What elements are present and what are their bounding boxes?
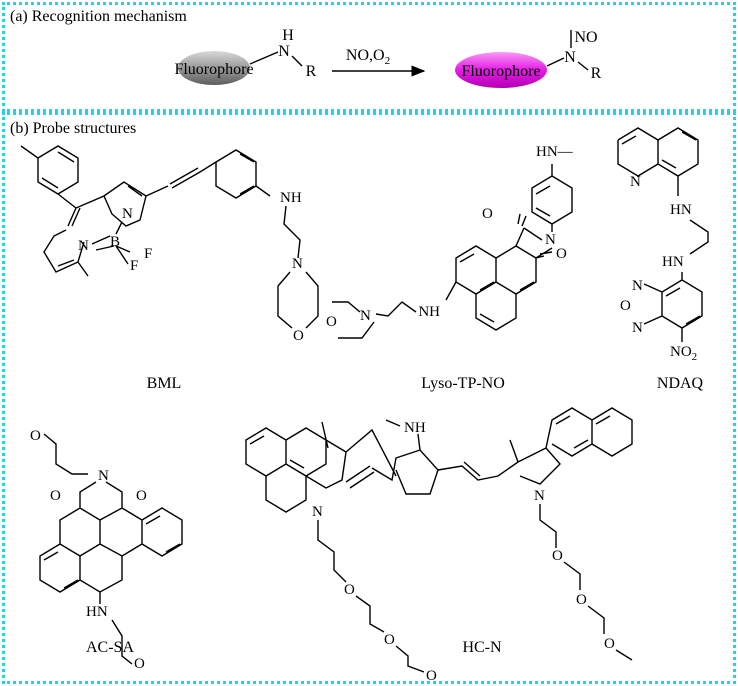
ndaq-quin-n: N	[630, 174, 641, 190]
bml-atom-n: N	[78, 238, 89, 254]
product-atom-no: NO	[574, 29, 597, 46]
reactant-atom-r: R	[306, 63, 317, 80]
hcn-right-chain-4	[615, 649, 633, 661]
structure-bml: NH N O N B F F N BML	[20, 145, 319, 392]
lyso-nh-bond	[445, 281, 457, 301]
probe-label-bml: BML	[147, 375, 182, 392]
ndaq-n2: N	[632, 320, 643, 336]
reactant-bond-1	[249, 51, 279, 65]
hcn-n-right: N	[534, 488, 545, 504]
hcn-o-5: O	[576, 592, 587, 608]
hcn-left-chain-1	[317, 520, 347, 583]
lyso-hn-methyl: HN—	[536, 144, 574, 160]
ndaq-o: O	[620, 298, 631, 314]
lyso-o-right: O	[556, 246, 567, 262]
acsa-o-left: O	[50, 488, 61, 504]
lyso-nh: NH	[418, 304, 440, 320]
structure-ac-sa: O N O O HN O AC-SA	[30, 428, 183, 672]
lyso-phenyl	[531, 164, 573, 232]
product-bond-2	[577, 61, 589, 71]
bml-morph-n: N	[292, 256, 303, 272]
acsa-o-right: O	[136, 488, 147, 504]
ndaq-hn-1: HN	[670, 202, 692, 218]
hcn-left-chain-2	[355, 595, 385, 633]
acsa-o-bottom: O	[134, 656, 145, 672]
panel-b-frame	[2, 112, 736, 684]
probe-label-hc-n: HC-N	[462, 639, 502, 656]
ndaq-benzoxadiazole	[643, 272, 703, 342]
bml-atom-b: B	[110, 234, 120, 250]
probe-label-lyso-tp-no: Lyso-TP-NO	[421, 375, 505, 392]
hcn-n-left: N	[312, 504, 323, 520]
bml-nh: NH	[280, 190, 302, 206]
hcn-o-4: O	[552, 548, 563, 564]
bml-atom-n2: N	[122, 206, 133, 222]
hcn-o-2: O	[384, 632, 395, 648]
bml-morph-o: O	[293, 328, 304, 344]
hcn-right-chain-1	[539, 504, 557, 548]
hcn-nh: NH	[404, 420, 426, 436]
ndaq-hn-2: HN	[662, 254, 684, 270]
product-fluorophore-ellipse	[455, 52, 547, 88]
acsa-hn: HN	[86, 604, 108, 620]
reaction-arrow-label: NO,O2	[346, 47, 390, 67]
reactant-atom-h: H	[282, 27, 294, 44]
hcn-polymethine-cyclopentene	[345, 433, 439, 495]
reactant-bond-2	[291, 55, 303, 67]
panel-a-frame	[2, 2, 736, 112]
hcn-o-3: O	[426, 668, 437, 684]
reactant-fluorophore-label: Fluorophore	[174, 61, 253, 78]
structure-hc-n: N O O O NH N O O O HC-N	[245, 407, 633, 684]
acsa-o-top: O	[30, 428, 41, 444]
ndaq-no2: NO2	[670, 344, 697, 363]
panel-b-title: (b) Probe structures	[10, 120, 137, 137]
panel-a-title: (a) Recognition mechanism	[10, 8, 187, 25]
ndaq-n1: N	[632, 278, 643, 294]
structure-ndaq: N HN HN N O N NO2 NDAQ	[617, 127, 709, 392]
acsa-methoxyethyl	[43, 433, 88, 475]
bml-morpholine	[277, 271, 319, 329]
lyso-o-top: O	[482, 206, 493, 222]
hcn-left-benzindole	[245, 421, 397, 513]
product-bond-1	[546, 57, 565, 67]
reactant-fluorophore-ellipse	[178, 51, 250, 85]
reactant-atom-n: N	[278, 43, 290, 60]
bml-linker	[283, 205, 301, 259]
product-fluorophore-label: Fluorophore	[461, 63, 540, 80]
product-atom-n: N	[564, 49, 576, 66]
acsa-linker	[111, 619, 133, 665]
probe-label-ac-sa: AC-SA	[86, 639, 134, 656]
hcn-o-6: O	[604, 636, 615, 652]
bml-bodipy-bonds	[43, 221, 131, 277]
ndaq-quinoline	[617, 127, 699, 196]
probe-label-ndaq: NDAQ	[657, 375, 704, 392]
hcn-nh-methyl	[385, 419, 401, 427]
hcn-left-chain-3	[395, 645, 425, 673]
lyso-imide-n: N	[545, 232, 556, 248]
product-atom-r: R	[591, 65, 602, 82]
hcn-o-1: O	[344, 582, 355, 598]
acsa-imide-n: N	[98, 468, 109, 484]
recognition-mechanism: Fluorophore N H R NO,O2 Fluorophore N NO…	[174, 27, 602, 88]
acsa-core	[39, 481, 183, 593]
structure-lyso-tp-no: HN— N O O NH N O Lyso-TP-NO	[326, 144, 574, 392]
bml-atom-f1: F	[130, 258, 138, 274]
lyso-morpholine	[332, 301, 375, 339]
lyso-morph-n: N	[360, 308, 371, 324]
ndaq-linker	[689, 219, 709, 255]
lyso-morph-o: O	[326, 314, 337, 330]
hcn-right-chain-2	[563, 561, 581, 590]
hcn-right-chain-3	[587, 605, 605, 634]
lyso-linker	[375, 301, 417, 317]
hcn-right-benzindole	[437, 407, 633, 485]
lyso-naphthalimide	[455, 213, 553, 331]
bml-atom-f2: F	[144, 246, 152, 262]
bml-bonds	[20, 145, 271, 227]
